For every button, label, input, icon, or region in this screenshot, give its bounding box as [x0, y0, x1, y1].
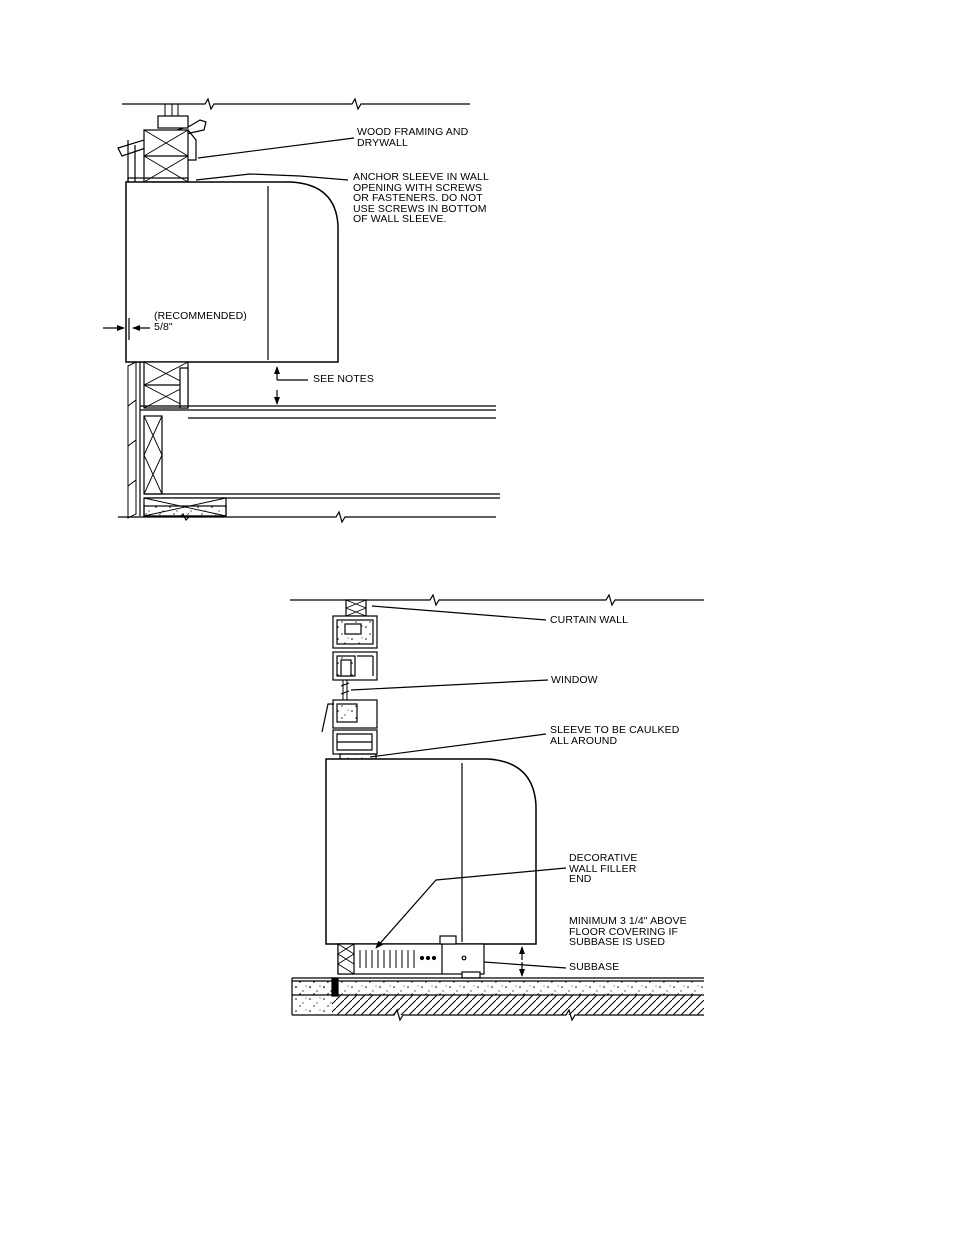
label-sleeve-caulked: SLEEVE TO BE CAULKED ALL AROUND	[550, 725, 679, 746]
label-decorative-filler: DECORATIVE WALL FILLER END	[569, 853, 637, 885]
label-curtain-wall: CURTAIN WALL	[550, 615, 628, 626]
label-subbase: SUBBASE	[569, 962, 619, 973]
diagram-2-curtain-wall	[290, 595, 704, 1020]
label-wood-framing: WOOD FRAMING AND DRYWALL	[357, 127, 468, 148]
label-window: WINDOW	[551, 675, 598, 686]
label-minimum-height: MINIMUM 3 1/4" ABOVE FLOOR COVERING IF S…	[569, 916, 687, 948]
label-see-notes: SEE NOTES	[313, 374, 374, 385]
label-recommended-5-8: (RECOMMENDED) 5/8"	[154, 311, 247, 332]
label-anchor-sleeve: ANCHOR SLEEVE IN WALL OPENING WITH SCREW…	[353, 172, 489, 225]
